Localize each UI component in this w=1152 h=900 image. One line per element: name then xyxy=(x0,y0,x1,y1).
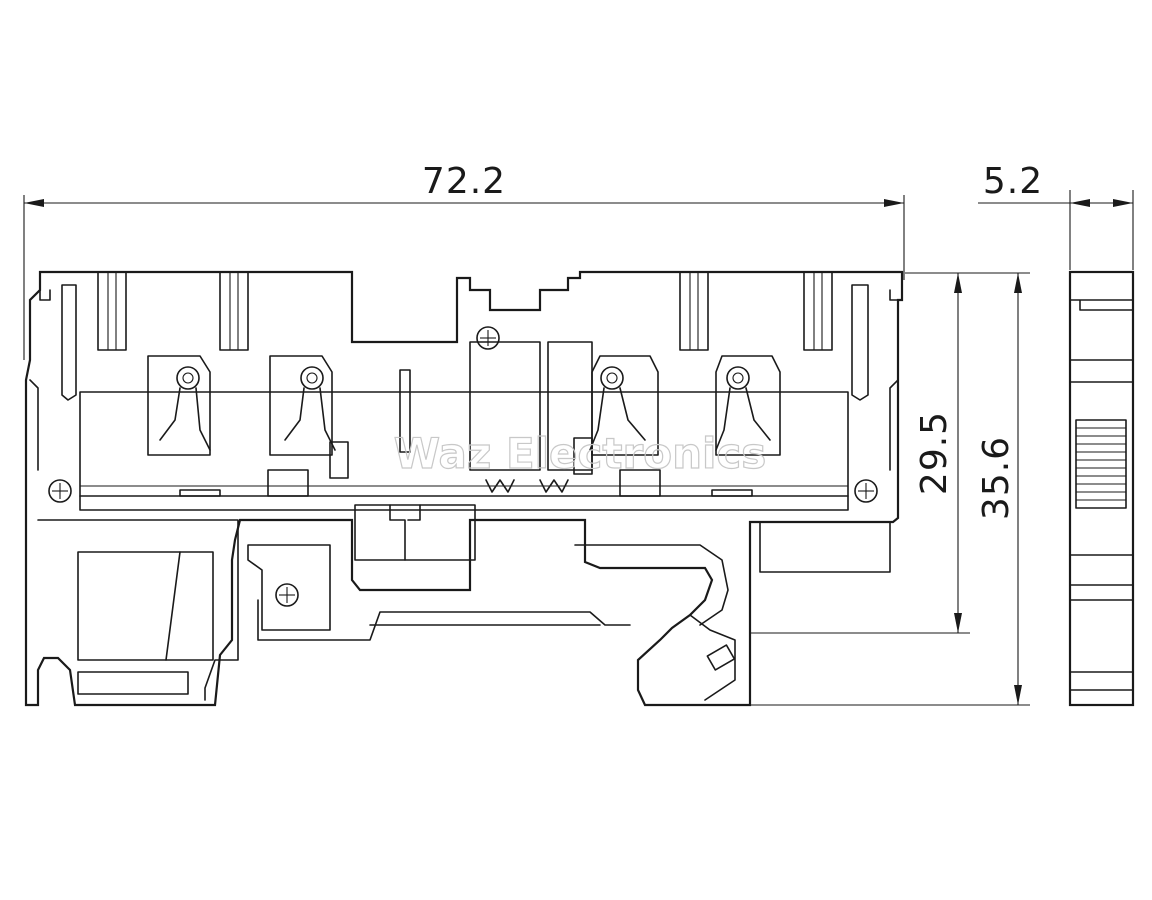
dimension-height-rail: 29.5 xyxy=(750,272,1030,634)
dimension-overall-width: 72.2 xyxy=(23,161,905,360)
screw-right-icon xyxy=(854,479,878,503)
dimension-label-rail-height: 29.5 xyxy=(914,411,955,495)
center-bridge xyxy=(329,341,593,561)
screw-top-center-icon xyxy=(476,326,500,350)
lower-body-details xyxy=(37,519,891,701)
screw-bottom-left-icon xyxy=(275,583,299,607)
spring-clamp-4 xyxy=(715,355,781,456)
dimension-label-side: 5.2 xyxy=(983,161,1043,202)
side-view xyxy=(1068,270,1135,707)
dimension-label-overall-height: 35.6 xyxy=(976,436,1017,520)
dimension-label-width: 72.2 xyxy=(422,161,506,202)
terminal-body-outline xyxy=(24,270,904,707)
inner-cavity xyxy=(79,391,849,511)
screw-holes xyxy=(48,326,878,607)
side-latch-right xyxy=(851,284,899,471)
top-slots xyxy=(97,271,833,351)
side-ribs xyxy=(1076,427,1126,501)
spring-clamp-1 xyxy=(147,355,211,456)
watermark-text: Waz Electronics xyxy=(394,429,767,478)
side-latch-left xyxy=(29,284,77,471)
screw-left-icon xyxy=(48,479,72,503)
spring-clamp-2 xyxy=(269,355,336,456)
dimension-overall-height: 35.6 xyxy=(720,273,1030,706)
dimension-side-width: 5.2 xyxy=(978,161,1134,270)
